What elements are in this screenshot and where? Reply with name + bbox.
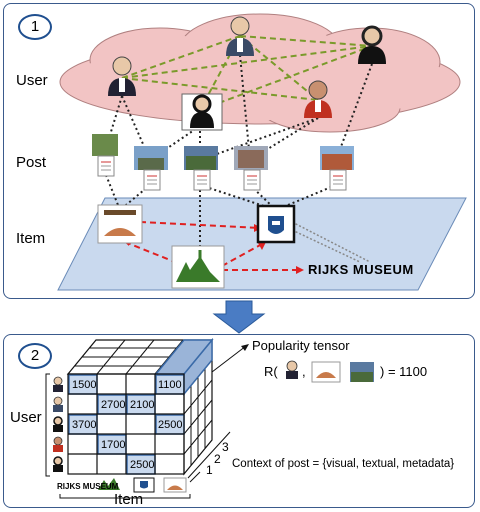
- tensor-museum-label: RIJKS MUSEUM: [57, 482, 119, 491]
- tensor-cell-value: 1100: [158, 379, 182, 391]
- tensor-cell-value: 3700: [72, 419, 97, 431]
- row-label-post: Post: [16, 154, 47, 171]
- tensor-user-icons: [53, 376, 63, 472]
- social-links: [121, 35, 373, 111]
- item-axis-label: Item: [114, 491, 144, 508]
- formula-suffix: ) = 1100: [380, 364, 428, 379]
- tensor-cell-value: 1700: [101, 439, 126, 451]
- tensor-highlight-cells: [68, 337, 214, 475]
- row-label-item: Item: [16, 230, 46, 247]
- user-axis-label: User: [10, 409, 42, 426]
- user-icon-3: [358, 25, 386, 64]
- tensor-cell-value: 2100: [130, 399, 155, 411]
- formula-prefix: R(: [264, 364, 278, 379]
- user-icon-1: [108, 56, 136, 96]
- tensor-title: Popularity tensor: [252, 338, 350, 353]
- tensor-cell-value: 2500: [130, 459, 155, 471]
- museum-wordmark: RIJKS MUSEUM: [308, 262, 414, 277]
- context-label: Context of post = {visual, textual, meta…: [232, 458, 455, 470]
- post-thumbnail-2: [134, 146, 168, 191]
- formula-comma: ,: [302, 364, 306, 379]
- tensor-cell-value: 2500: [158, 419, 183, 431]
- tensor-cell-value: 1500: [72, 379, 97, 391]
- row-label-user: User: [16, 72, 48, 89]
- item-logo-selected: [256, 204, 296, 244]
- post-thumbnail-1: [92, 134, 118, 177]
- item-logo-geythorn: [97, 204, 143, 244]
- depth-tick-2: 2: [214, 452, 221, 466]
- step-badge-1: 1: [18, 14, 52, 40]
- tensor-item-logos: [98, 477, 187, 493]
- formula-icons: [286, 360, 374, 383]
- user-icon-4: [181, 93, 223, 131]
- post-thumbnail-4: [234, 146, 268, 191]
- post-thumbnail-3: [184, 146, 218, 191]
- depth-tick-3: 3: [222, 440, 229, 454]
- item-links: [124, 221, 300, 271]
- user-icon-5: [304, 80, 332, 118]
- item-logo-holland: [171, 245, 225, 289]
- tensor-cell-value: 2700: [101, 399, 126, 411]
- step-badge-2: 2: [18, 343, 52, 369]
- depth-tick-1: 1: [206, 463, 213, 477]
- item-item-links: [291, 221, 371, 263]
- post-thumbnail-5: [320, 146, 354, 191]
- user-icon-2: [226, 16, 254, 56]
